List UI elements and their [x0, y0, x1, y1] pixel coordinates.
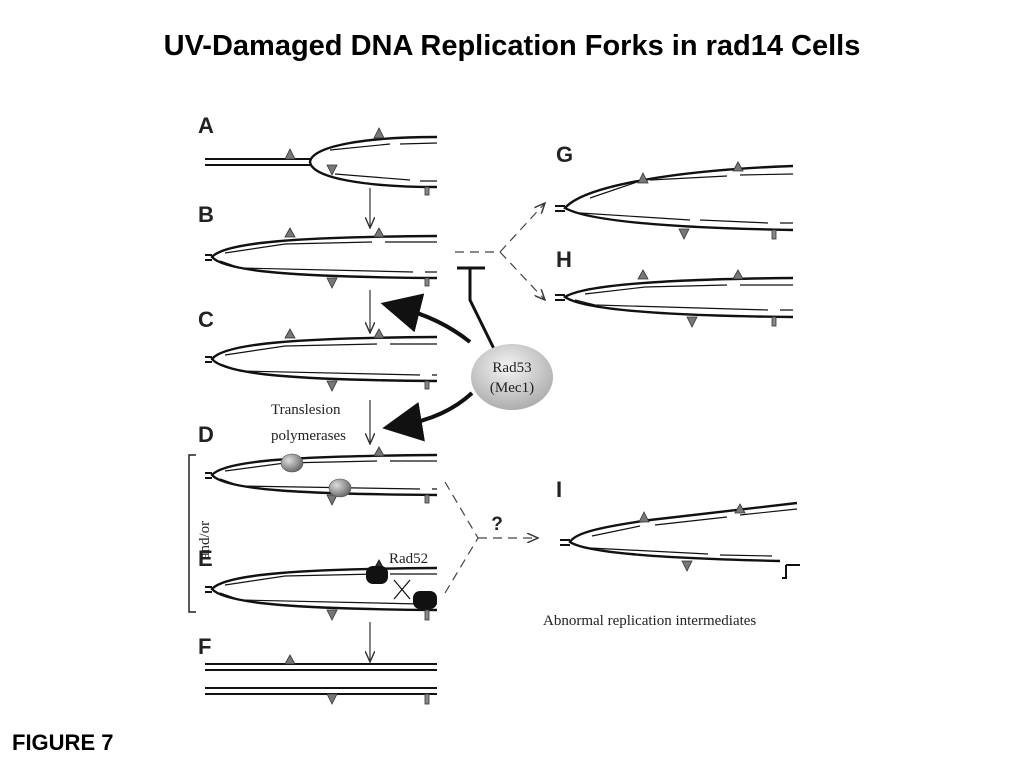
fork-c	[205, 328, 438, 392]
and-or-label: and/or	[197, 521, 213, 559]
rad53-mec1-oval	[471, 344, 553, 410]
translesion-polymerase-bottom	[328, 478, 352, 498]
fork-e	[205, 559, 438, 621]
translesion-label: Translesion	[271, 402, 341, 418]
and-or-bracket	[188, 454, 196, 613]
polymerases-label: polymerases	[271, 428, 346, 444]
fork-a	[205, 127, 438, 196]
abnormal-intermediates-label: Abnormal replication intermediates	[543, 613, 756, 629]
fork-h	[555, 269, 794, 328]
rad52-protein-top	[366, 566, 388, 584]
panel-label-b: B	[198, 202, 214, 227]
question-mark: ?	[491, 514, 503, 535]
figure-label: FIGURE 7	[12, 730, 114, 755]
duplex-f	[205, 654, 437, 705]
mec1-label: (Mec1)	[490, 380, 534, 396]
panel-label-d: D	[198, 422, 214, 447]
panel-label-h: H	[556, 247, 572, 272]
inhibition-symbol	[457, 266, 499, 356]
panel-label-c: C	[198, 307, 214, 332]
rad52-protein-bottom	[413, 591, 437, 609]
rad53-arrow-to-c	[380, 293, 472, 344]
panel-label-a: A	[198, 113, 214, 138]
panel-label-e: E	[198, 546, 213, 571]
panel-label-f: F	[198, 634, 211, 659]
rad52-label: Rad52	[389, 551, 428, 567]
fork-i	[560, 501, 800, 579]
rad53-label: Rad53	[492, 360, 531, 376]
fork-d	[205, 446, 438, 506]
panel-label-g: G	[556, 142, 573, 167]
branch-de-to-i	[444, 481, 538, 594]
branch-b-to-gh	[455, 203, 545, 300]
translesion-polymerase-top	[280, 453, 304, 473]
fork-g	[555, 161, 794, 240]
rad53-arrow-to-d	[382, 391, 474, 442]
fork-b	[205, 227, 438, 289]
panel-label-i: I	[556, 477, 562, 502]
page-title: UV-Damaged DNA Replication Forks in rad1…	[163, 30, 861, 62]
